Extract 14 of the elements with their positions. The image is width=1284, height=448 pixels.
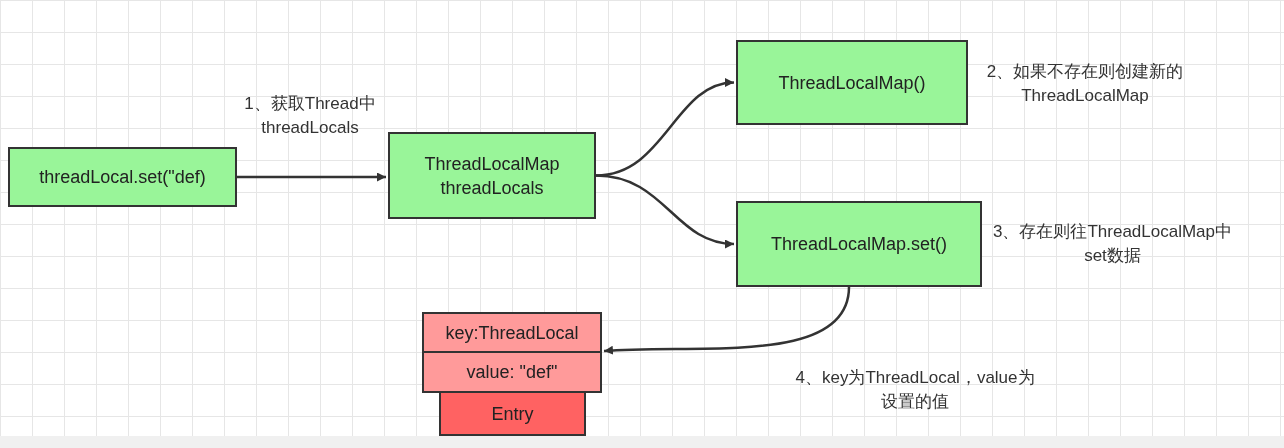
process-box: threadLocal.set("def) xyxy=(8,147,237,207)
note-text: 3、存在则往ThreadLocalMap中set数据 xyxy=(992,221,1233,267)
process-box: ThreadLocalMap threadLocals xyxy=(388,132,596,219)
edge-label: 1、获取Thread中threadLocals xyxy=(243,93,377,139)
edge-label: 4、key为ThreadLocal，value为设置的值 xyxy=(794,367,1036,413)
arrow xyxy=(237,172,386,182)
note-text: 2、如果不存在则创建新的ThreadLocalMap xyxy=(985,61,1185,107)
process-box: ThreadLocalMap.set() xyxy=(736,201,982,287)
entry-field: key:ThreadLocal xyxy=(422,312,602,353)
entry-field: value: "def" xyxy=(422,351,602,393)
process-box: ThreadLocalMap() xyxy=(736,40,968,125)
arrow xyxy=(603,286,851,355)
arrow xyxy=(595,174,735,248)
entry-box: Entry xyxy=(439,391,586,436)
